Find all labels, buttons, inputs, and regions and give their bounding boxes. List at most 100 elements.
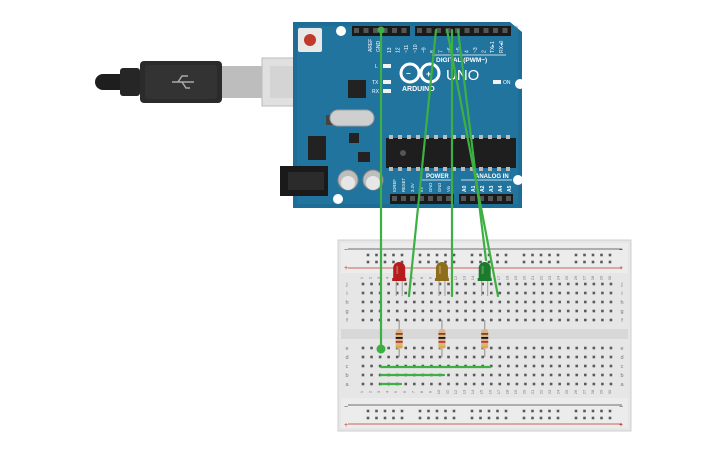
header-pin[interactable] <box>401 196 406 201</box>
rail-hole[interactable] <box>556 260 560 264</box>
breadboard-hole[interactable] <box>387 309 390 313</box>
breadboard-hole[interactable] <box>558 282 561 286</box>
breadboard-hole[interactable] <box>601 346 604 350</box>
breadboard-hole[interactable] <box>395 300 399 304</box>
rail-hole[interactable] <box>392 416 395 420</box>
rail-hole[interactable] <box>366 409 370 413</box>
breadboard-hole[interactable] <box>455 346 459 350</box>
header-pin[interactable] <box>446 196 451 201</box>
rail-hole[interactable] <box>608 253 612 257</box>
breadboard-hole[interactable] <box>481 355 484 359</box>
header-pin[interactable] <box>401 28 407 33</box>
breadboard-hole[interactable] <box>404 318 408 322</box>
breadboard-hole[interactable] <box>549 382 553 386</box>
breadboard-hole[interactable] <box>489 309 493 313</box>
breadboard-hole[interactable] <box>584 300 587 304</box>
breadboard-hole[interactable] <box>370 318 373 322</box>
breadboard-hole[interactable] <box>558 309 561 313</box>
breadboard-hole[interactable] <box>489 364 493 368</box>
rail-hole[interactable] <box>400 416 404 420</box>
rail-hole[interactable] <box>548 260 551 264</box>
breadboard-hole[interactable] <box>541 318 544 322</box>
breadboard-hole[interactable] <box>592 373 596 377</box>
header-pin[interactable] <box>392 28 397 33</box>
breadboard-hole[interactable] <box>404 355 408 359</box>
breadboard-hole[interactable] <box>609 318 613 322</box>
breadboard-hole[interactable] <box>481 282 484 286</box>
rail-hole[interactable] <box>418 409 422 413</box>
breadboard-hole[interactable] <box>370 282 373 286</box>
header-pin[interactable] <box>354 28 359 33</box>
breadboard-hole[interactable] <box>472 291 476 295</box>
breadboard-hole[interactable] <box>592 309 596 313</box>
breadboard-hole[interactable] <box>438 355 442 359</box>
rail-hole[interactable] <box>383 416 387 420</box>
rail-hole[interactable] <box>556 409 560 413</box>
breadboard-hole[interactable] <box>464 346 467 350</box>
breadboard-hole[interactable] <box>472 346 476 350</box>
rail-hole[interactable] <box>539 416 543 420</box>
rail-hole[interactable] <box>400 409 404 413</box>
rail-hole[interactable] <box>479 409 482 413</box>
breadboard-hole[interactable] <box>464 318 467 322</box>
breadboard-hole[interactable] <box>498 309 502 313</box>
rail-hole[interactable] <box>427 416 430 420</box>
breadboard-hole[interactable] <box>387 300 390 304</box>
breadboard-hole[interactable] <box>507 300 510 304</box>
breadboard-hole[interactable] <box>575 282 579 286</box>
breadboard-hole[interactable] <box>387 291 390 295</box>
breadboard-hole[interactable] <box>524 318 527 322</box>
breadboard-hole[interactable] <box>498 364 502 368</box>
header-pin[interactable] <box>479 196 484 201</box>
rail-hole[interactable] <box>435 416 439 420</box>
breadboard-hole[interactable] <box>447 318 450 322</box>
breadboard-hole[interactable] <box>558 355 561 359</box>
breadboard-hole[interactable] <box>601 355 604 359</box>
breadboard-hole[interactable] <box>421 318 425 322</box>
breadboard-hole[interactable] <box>566 364 570 368</box>
breadboard-hole[interactable] <box>378 355 382 359</box>
header-pin[interactable] <box>436 28 441 33</box>
resistor[interactable] <box>481 320 489 357</box>
breadboard-hole[interactable] <box>413 318 416 322</box>
header-pin[interactable] <box>363 28 369 33</box>
rail-hole[interactable] <box>556 416 560 420</box>
breadboard-hole[interactable] <box>541 382 544 386</box>
rail-hole[interactable] <box>496 409 499 413</box>
header-pin[interactable] <box>428 196 433 201</box>
rail-hole[interactable] <box>400 260 404 264</box>
breadboard-hole[interactable] <box>481 318 484 322</box>
breadboard-hole[interactable] <box>413 291 416 295</box>
breadboard-hole[interactable] <box>430 318 433 322</box>
breadboard-hole[interactable] <box>507 373 510 377</box>
breadboard-hole[interactable] <box>601 373 604 377</box>
breadboard-hole[interactable] <box>575 382 579 386</box>
rail-hole[interactable] <box>539 253 543 257</box>
breadboard-hole[interactable] <box>464 355 467 359</box>
breadboard-hole[interactable] <box>361 346 365 350</box>
rail-hole[interactable] <box>574 416 578 420</box>
breadboard-hole[interactable] <box>498 291 502 295</box>
breadboard-hole[interactable] <box>447 346 450 350</box>
rail-hole[interactable] <box>375 253 378 257</box>
breadboard-hole[interactable] <box>532 382 536 386</box>
usb-cable[interactable] <box>95 57 325 107</box>
breadboard-hole[interactable] <box>558 318 561 322</box>
breadboard-hole[interactable] <box>395 282 399 286</box>
breadboard-hole[interactable] <box>566 346 570 350</box>
breadboard-hole[interactable] <box>566 309 570 313</box>
rail-hole[interactable] <box>504 260 508 264</box>
breadboard-hole[interactable] <box>549 346 553 350</box>
breadboard-hole[interactable] <box>532 364 536 368</box>
breadboard-hole[interactable] <box>447 291 450 295</box>
breadboard-hole[interactable] <box>404 300 408 304</box>
rail-hole[interactable] <box>522 260 526 264</box>
breadboard-hole[interactable] <box>592 282 596 286</box>
breadboard-hole[interactable] <box>370 364 373 368</box>
breadboard-hole[interactable] <box>464 373 467 377</box>
rail-hole[interactable] <box>375 416 378 420</box>
breadboard-hole[interactable] <box>532 309 536 313</box>
breadboard-hole[interactable] <box>609 364 613 368</box>
breadboard-hole[interactable] <box>464 282 467 286</box>
